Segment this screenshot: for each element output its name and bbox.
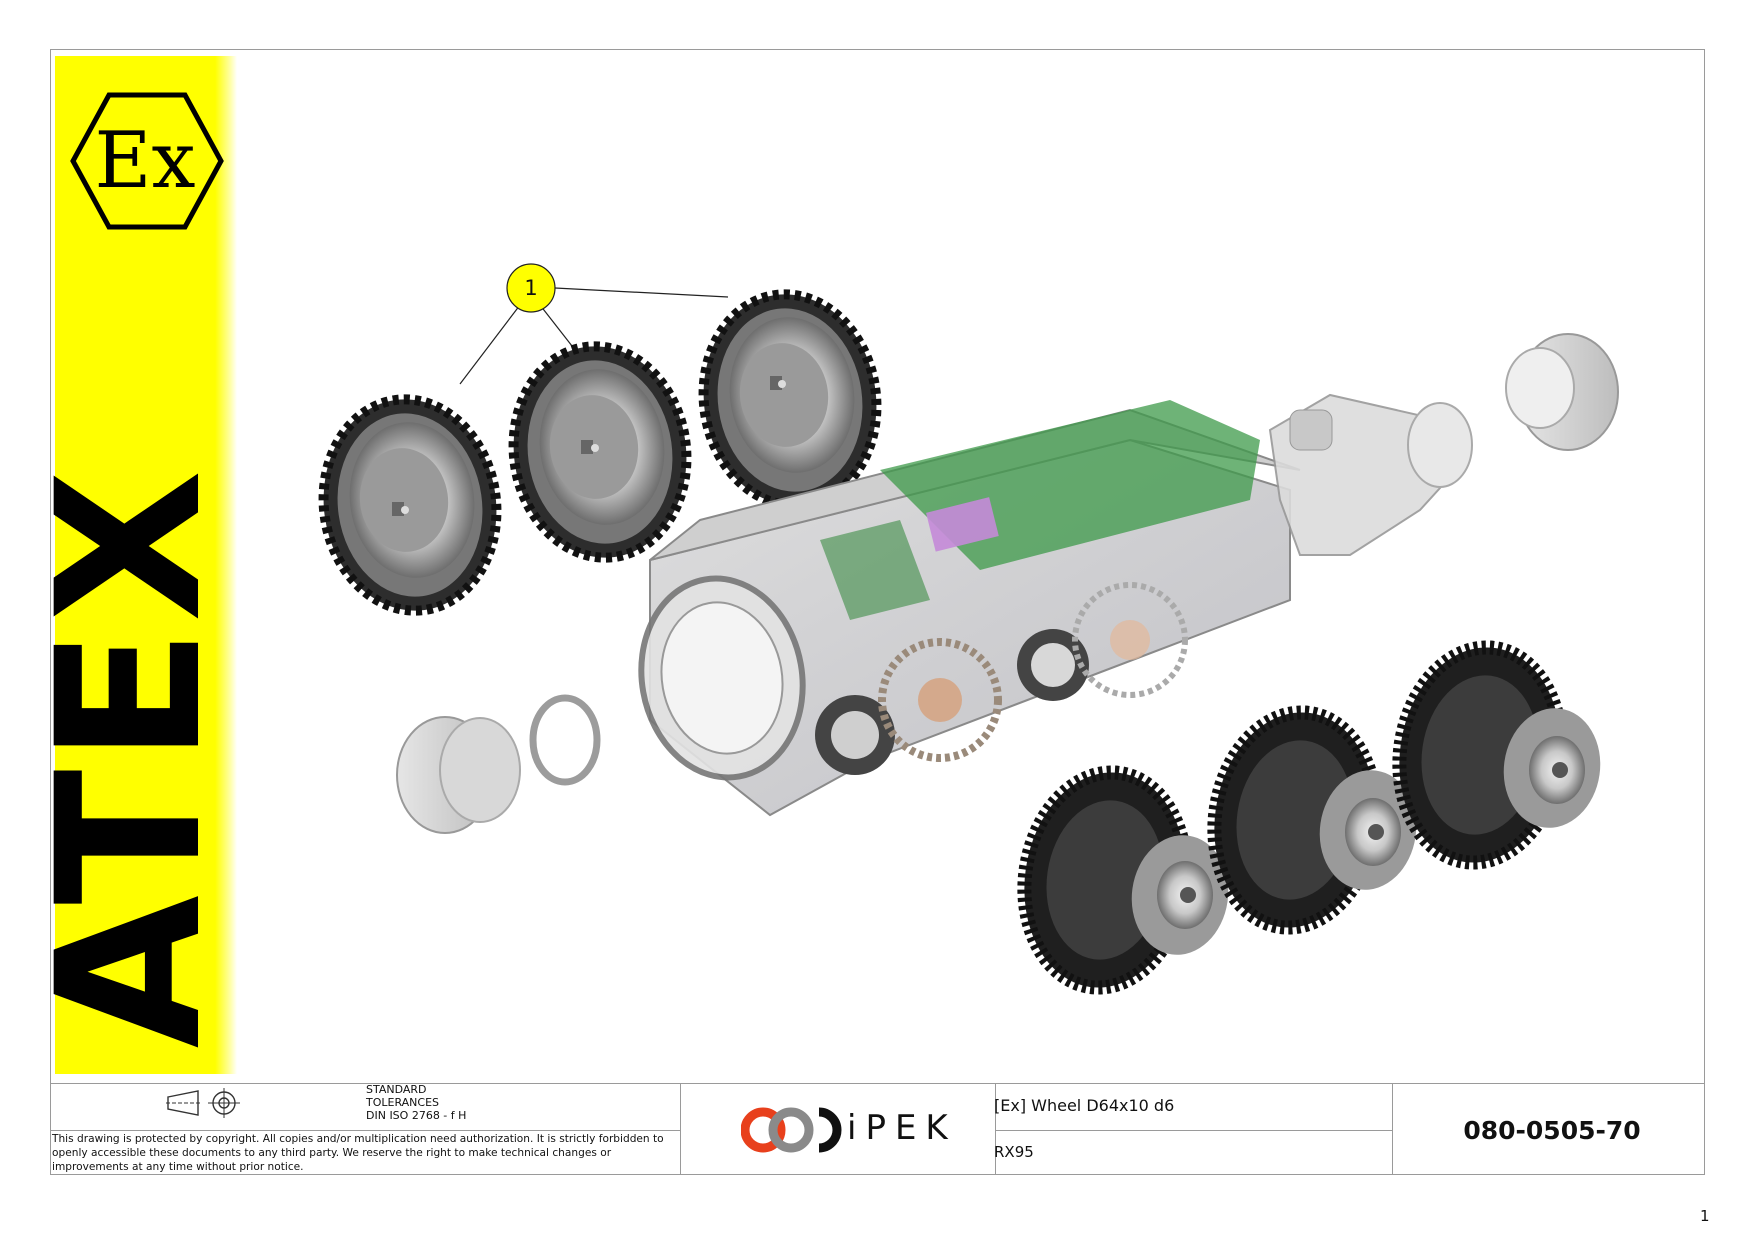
part-number: 080-0505-70 bbox=[1463, 1116, 1641, 1145]
standard-tolerances: STANDARD TOLERANCES DIN ISO 2768 - f H bbox=[366, 1083, 466, 1122]
title-block-col3 bbox=[1392, 1083, 1393, 1175]
gear-wheel-3 bbox=[1392, 640, 1601, 870]
o-ring bbox=[529, 694, 601, 786]
ex-logo-letters: Ex bbox=[95, 116, 196, 206]
gear-wheel-1 bbox=[1017, 765, 1229, 995]
copyright-notice: This drawing is protected by copyright. … bbox=[52, 1132, 672, 1174]
din-iso-line: DIN ISO 2768 - f H bbox=[366, 1109, 467, 1122]
wheel-1 bbox=[318, 394, 502, 616]
rear-cap bbox=[1505, 333, 1619, 451]
ipek-logo-mark-icon bbox=[741, 1107, 842, 1153]
drawing-frame bbox=[50, 49, 1705, 1175]
title-block-mid-divider bbox=[995, 1130, 1392, 1131]
copyright-line-3: improvements at any time without prior n… bbox=[52, 1161, 304, 1173]
wheel-3 bbox=[698, 289, 882, 511]
wheel-2 bbox=[508, 341, 692, 563]
title-block-col1 bbox=[680, 1083, 681, 1175]
gear-wheel-2 bbox=[1207, 705, 1417, 935]
copyright-line-1: This drawing is protected by copyright. … bbox=[52, 1133, 664, 1145]
title-block-col2 bbox=[995, 1083, 996, 1175]
ex-hexagon-icon: Ex bbox=[70, 92, 224, 230]
tolerances-line: TOLERANCES bbox=[366, 1096, 440, 1109]
title-block-top-line bbox=[50, 1083, 1705, 1084]
company-name: iPEK bbox=[847, 1108, 957, 1148]
assembly-drawing bbox=[318, 263, 1619, 995]
item-balloon-number: 1 bbox=[524, 276, 538, 300]
drawing-title: [Ex] Wheel D64x10 d6 bbox=[994, 1096, 1175, 1115]
robot-body bbox=[638, 393, 1473, 817]
copyright-line-2: openly accessible these documents to any… bbox=[52, 1147, 612, 1159]
page-number: 1 bbox=[1700, 1207, 1710, 1225]
drawing-subtitle: RX95 bbox=[994, 1143, 1034, 1161]
atex-label: ATEX bbox=[14, 463, 245, 1049]
front-cap bbox=[396, 716, 521, 834]
projection-symbol-icon bbox=[166, 1088, 240, 1118]
standard-line: STANDARD bbox=[366, 1083, 427, 1096]
item-balloon bbox=[506, 263, 556, 313]
title-block-left-divider bbox=[50, 1130, 680, 1131]
balloon-leaders bbox=[459, 287, 729, 385]
